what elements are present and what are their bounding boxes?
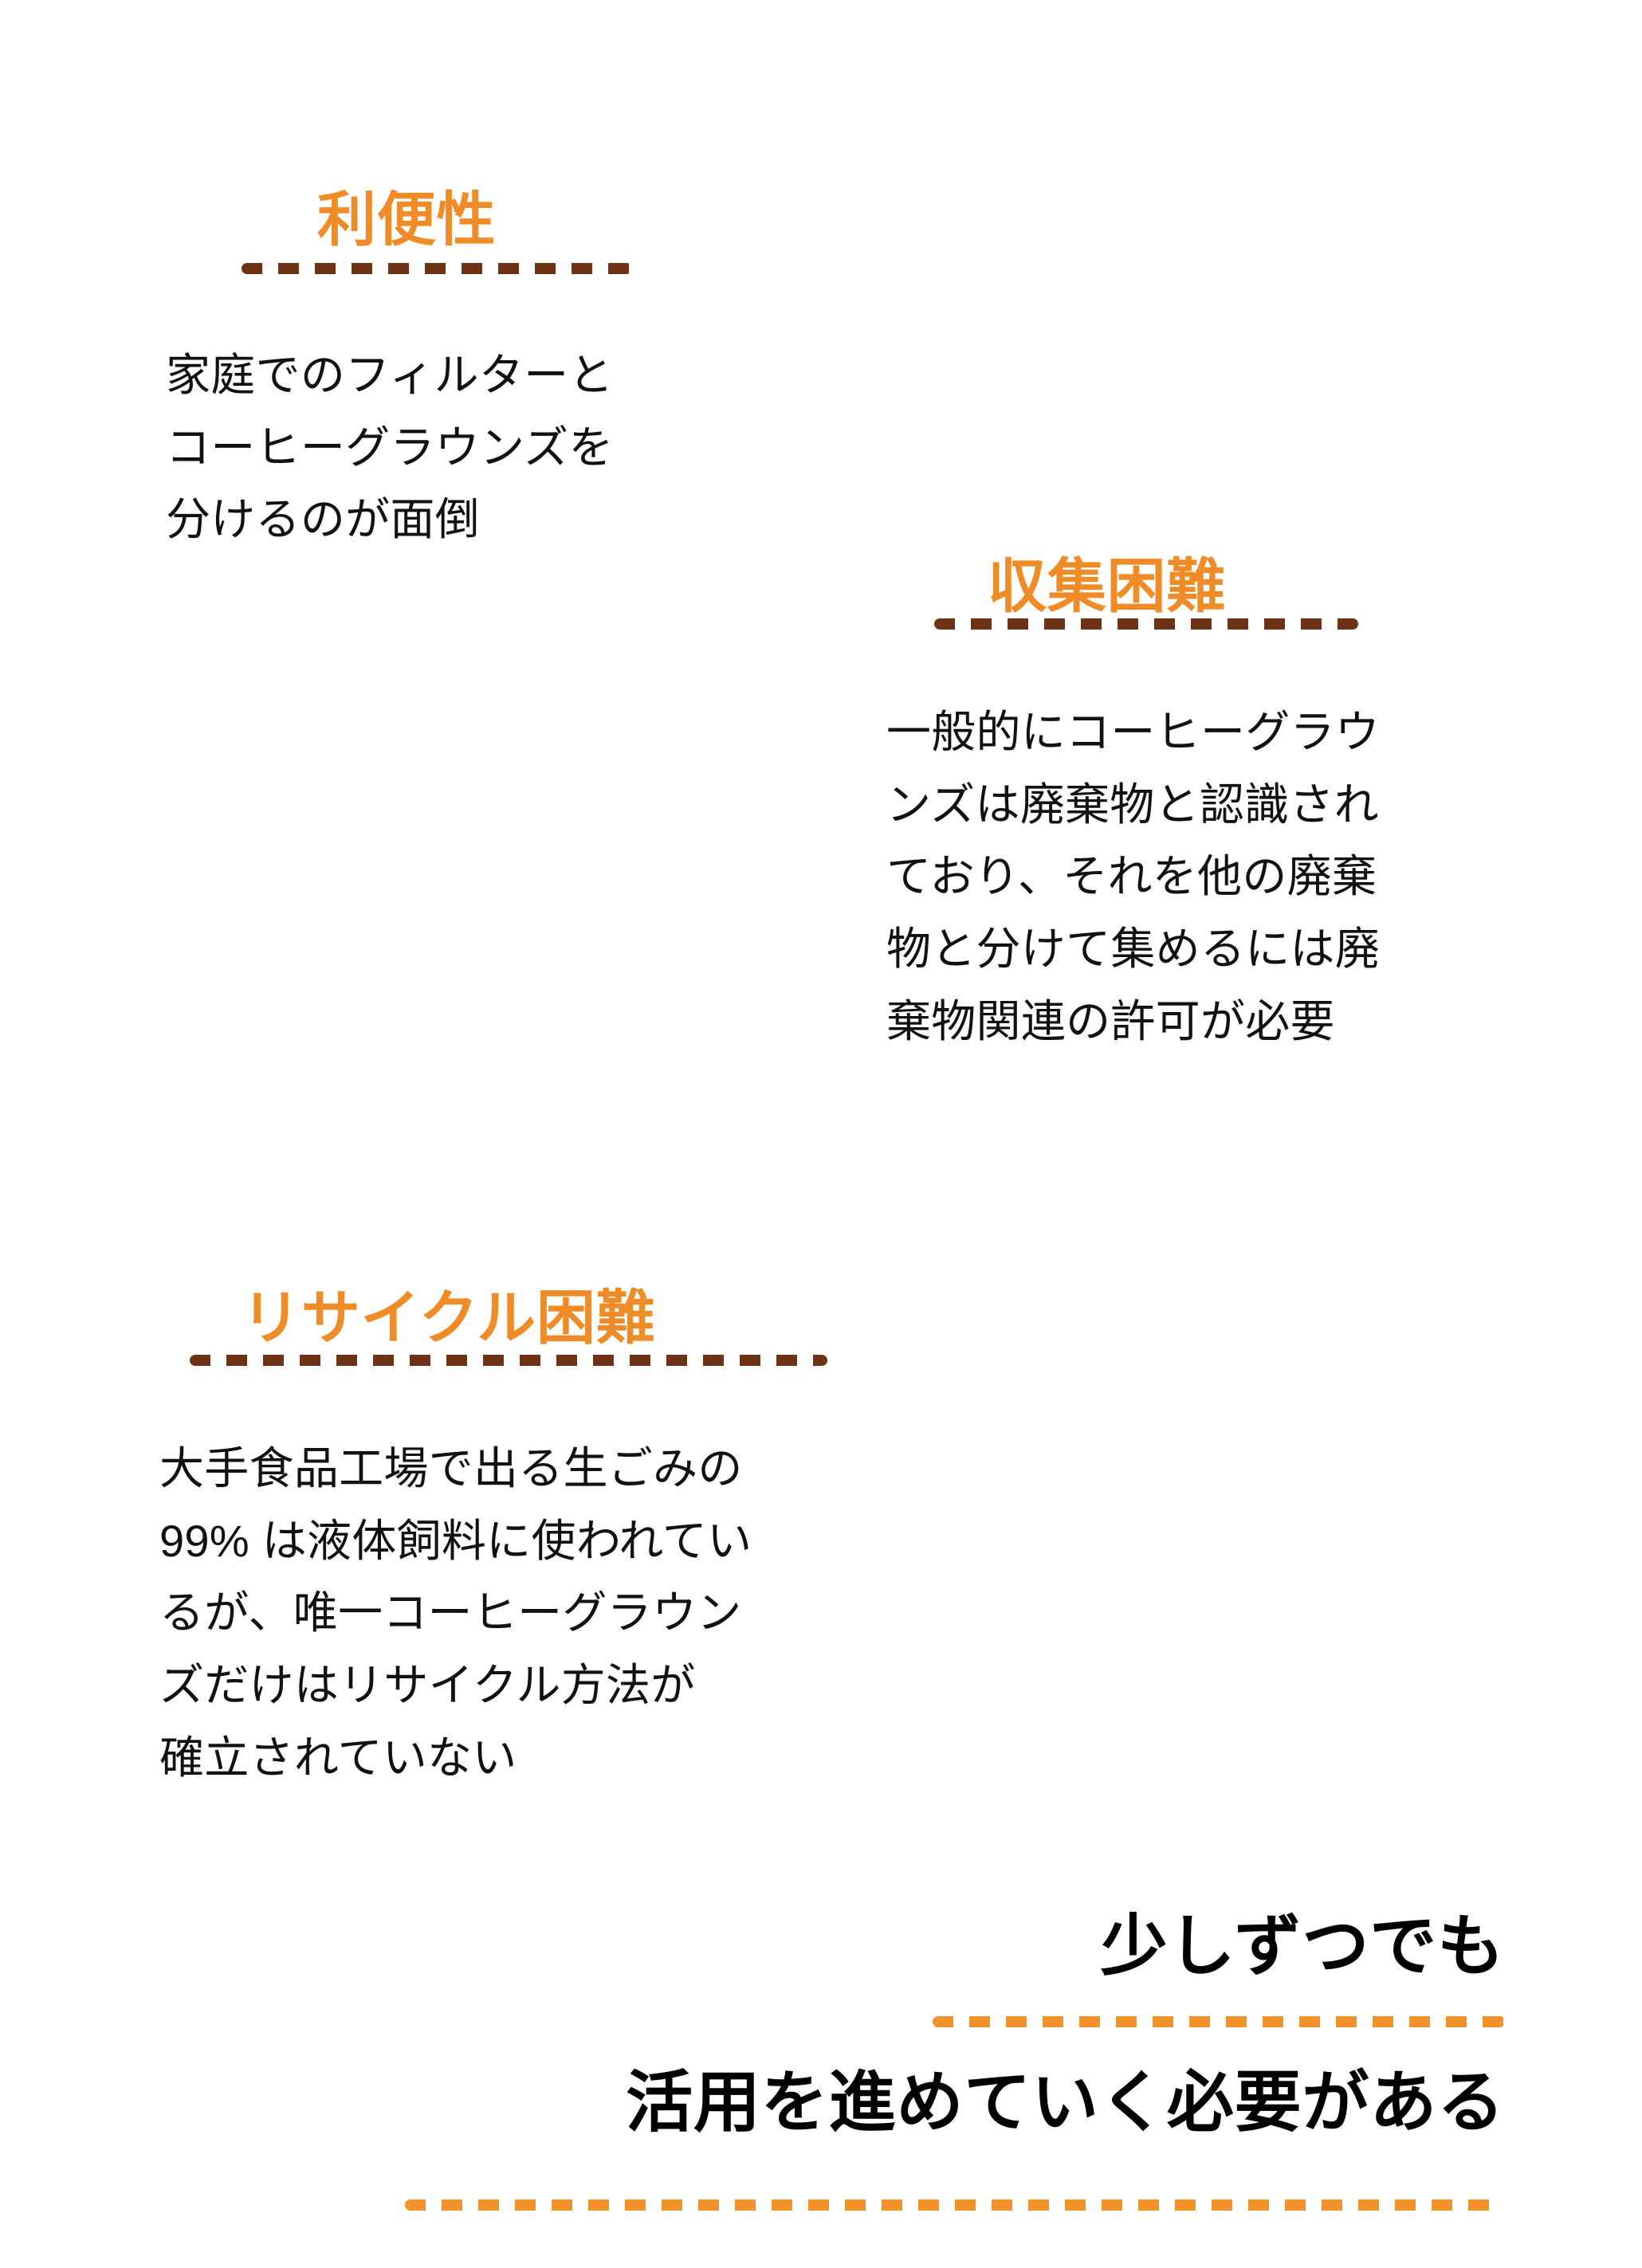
issue-heading-collection: 収集困難 (988, 553, 1226, 620)
heading-dashed-divider (242, 263, 632, 274)
issue-heading-convenience: 利便性 (317, 186, 497, 253)
conclusion-dashed-divider-lower (405, 2199, 1505, 2211)
issue-heading-recycling: リサイクル困難 (242, 1285, 656, 1352)
heading-dashed-divider (190, 1355, 827, 1366)
issue-body-convenience: 家庭でのフィルターと コーヒーグラウンズを 分けるのが面倒 (166, 350, 614, 545)
conclusion-dashed-divider-upper (933, 2016, 1505, 2027)
conclusion-line-2: 活用を進めていく必要がある (626, 2065, 1505, 2140)
heading-dashed-divider (934, 618, 1358, 630)
issue-body-collection: 一般的にコーヒーグラウ ンズは廃棄物と認識され ており、それを他の廃棄 物と分け… (886, 707, 1381, 1046)
conclusion-line-1: 少しずつでも (1100, 1909, 1505, 1984)
issue-body-recycling: 大手食品工場で出る生ごみの 99% は液体飼料に使われてい るが、唯一コーヒーグ… (159, 1443, 752, 1783)
